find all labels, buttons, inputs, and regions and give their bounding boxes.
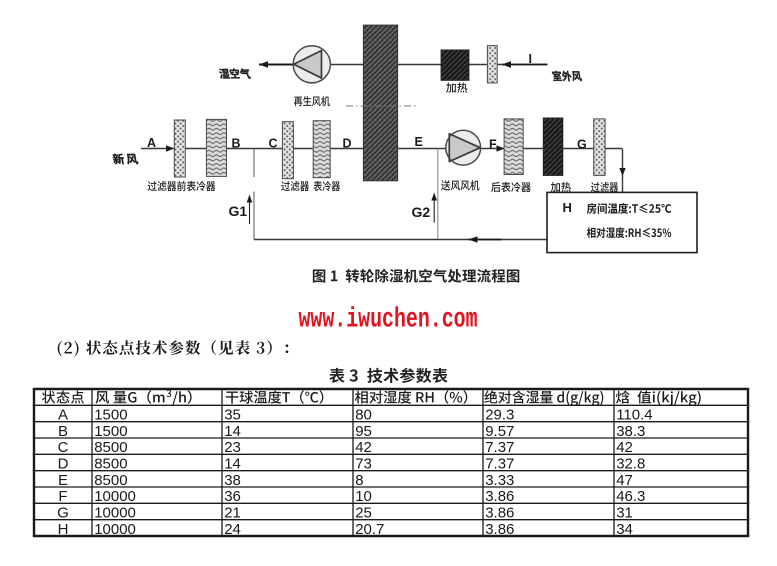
svg-text:C: C — [58, 439, 69, 456]
svg-text:F: F — [58, 488, 67, 505]
svg-text:10000: 10000 — [94, 504, 136, 521]
svg-text:10000: 10000 — [94, 521, 136, 538]
svg-text:38.3: 38.3 — [616, 423, 645, 440]
svg-text:H: H — [563, 200, 572, 215]
svg-text:34: 34 — [616, 521, 633, 538]
svg-text:35: 35 — [224, 406, 241, 423]
svg-text:9.57: 9.57 — [485, 423, 514, 440]
svg-text:46.3: 46.3 — [616, 488, 645, 505]
svg-text:G: G — [57, 504, 69, 521]
svg-text:www.iwuchen.com: www.iwuchen.com — [299, 304, 478, 335]
svg-text:29.3: 29.3 — [485, 406, 514, 423]
svg-text:42: 42 — [616, 439, 633, 456]
svg-text:95: 95 — [355, 423, 372, 440]
svg-text:14: 14 — [224, 423, 241, 440]
svg-text:G1: G1 — [229, 203, 248, 219]
svg-text:7.37: 7.37 — [485, 455, 514, 472]
svg-text:14: 14 — [224, 455, 241, 472]
svg-text:36: 36 — [224, 488, 241, 505]
svg-text:8: 8 — [355, 472, 363, 489]
svg-text:1500: 1500 — [94, 406, 127, 423]
svg-text:I: I — [529, 52, 532, 66]
svg-text:E: E — [58, 472, 68, 489]
svg-text:8500: 8500 — [94, 472, 127, 489]
svg-text:10: 10 — [355, 488, 372, 505]
svg-text:21: 21 — [224, 504, 241, 521]
svg-text:G: G — [577, 137, 587, 151]
svg-text:80: 80 — [355, 406, 372, 423]
svg-text:31: 31 — [616, 504, 633, 521]
svg-text:D: D — [343, 137, 352, 151]
svg-text:E: E — [415, 135, 423, 149]
svg-text:1500: 1500 — [94, 423, 127, 440]
svg-text:25: 25 — [355, 504, 372, 521]
svg-text:G2: G2 — [412, 204, 431, 220]
svg-text:110.4: 110.4 — [616, 406, 652, 423]
svg-text:A: A — [58, 406, 68, 423]
svg-text:8500: 8500 — [94, 455, 127, 472]
svg-text:3.86: 3.86 — [485, 504, 514, 521]
svg-text:7.37: 7.37 — [485, 439, 514, 456]
svg-text:24: 24 — [224, 521, 241, 538]
svg-text:23: 23 — [224, 439, 241, 456]
svg-text:38: 38 — [224, 472, 241, 489]
svg-text:H: H — [58, 521, 69, 538]
svg-text:F: F — [489, 137, 497, 151]
svg-text:D: D — [58, 455, 69, 472]
svg-text:32.8: 32.8 — [616, 455, 645, 472]
svg-text:A: A — [147, 136, 156, 150]
svg-text:3.86: 3.86 — [485, 521, 514, 538]
svg-text:73: 73 — [355, 455, 372, 472]
svg-text:B: B — [232, 137, 241, 151]
svg-text:8500: 8500 — [94, 439, 127, 456]
svg-text:B: B — [58, 423, 68, 440]
svg-text:47: 47 — [616, 472, 633, 489]
svg-text:3.33: 3.33 — [485, 472, 514, 489]
svg-text:42: 42 — [355, 439, 372, 456]
svg-text:20.7: 20.7 — [355, 521, 384, 538]
svg-text:C: C — [269, 137, 278, 151]
svg-text:10000: 10000 — [94, 488, 136, 505]
svg-text:3.86: 3.86 — [485, 488, 514, 505]
